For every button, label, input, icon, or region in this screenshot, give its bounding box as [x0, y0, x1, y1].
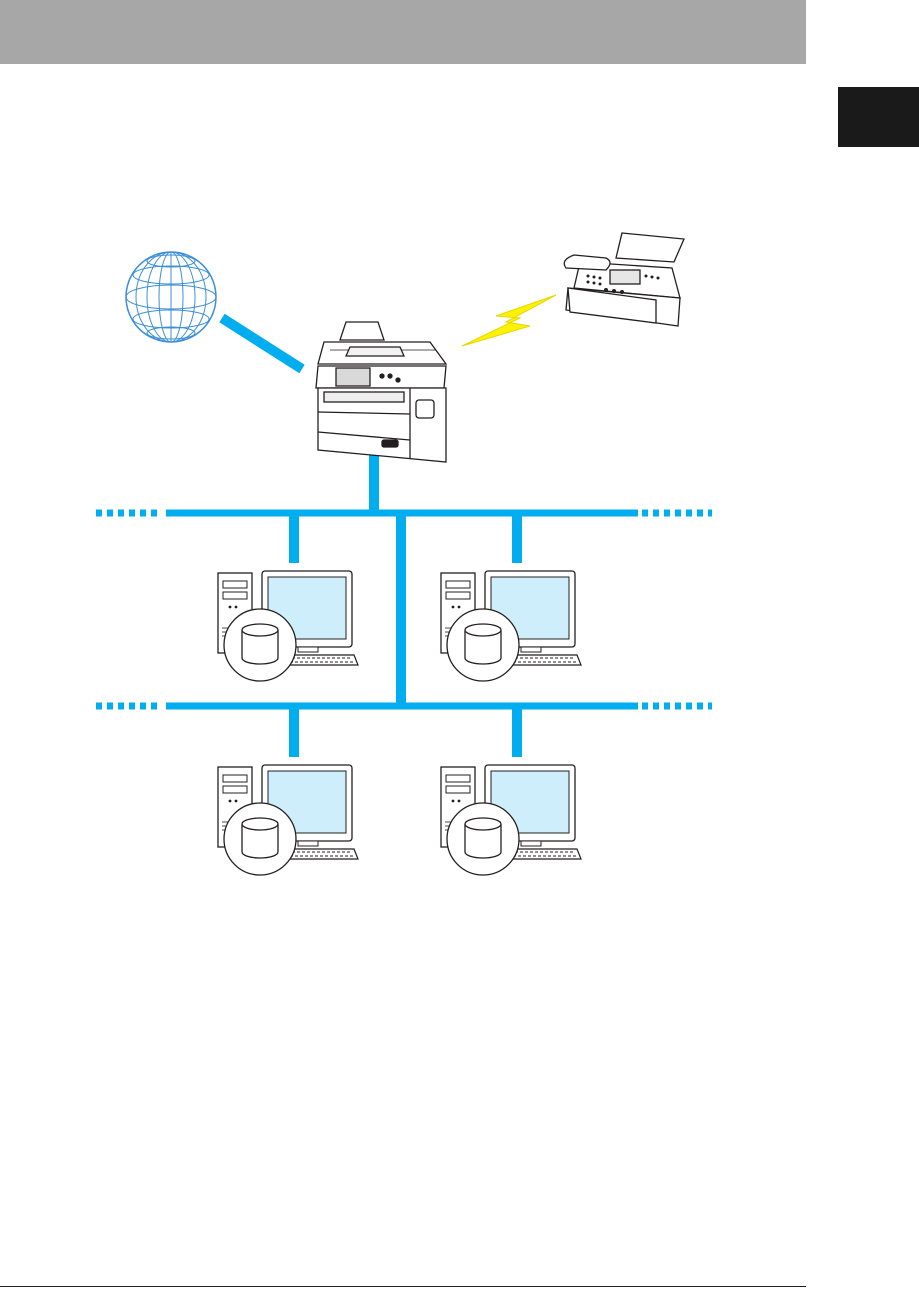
fax-machine-icon [564, 233, 684, 326]
computer-icon [441, 765, 581, 875]
computer-icon [218, 765, 358, 875]
computer-icon [441, 571, 581, 681]
lightning-icon [462, 295, 556, 346]
globe-icon [126, 252, 216, 342]
multifunction-printer-icon [316, 322, 446, 462]
internet-link [222, 318, 302, 369]
computer-icon [218, 571, 358, 681]
footer-rule [0, 1286, 806, 1287]
